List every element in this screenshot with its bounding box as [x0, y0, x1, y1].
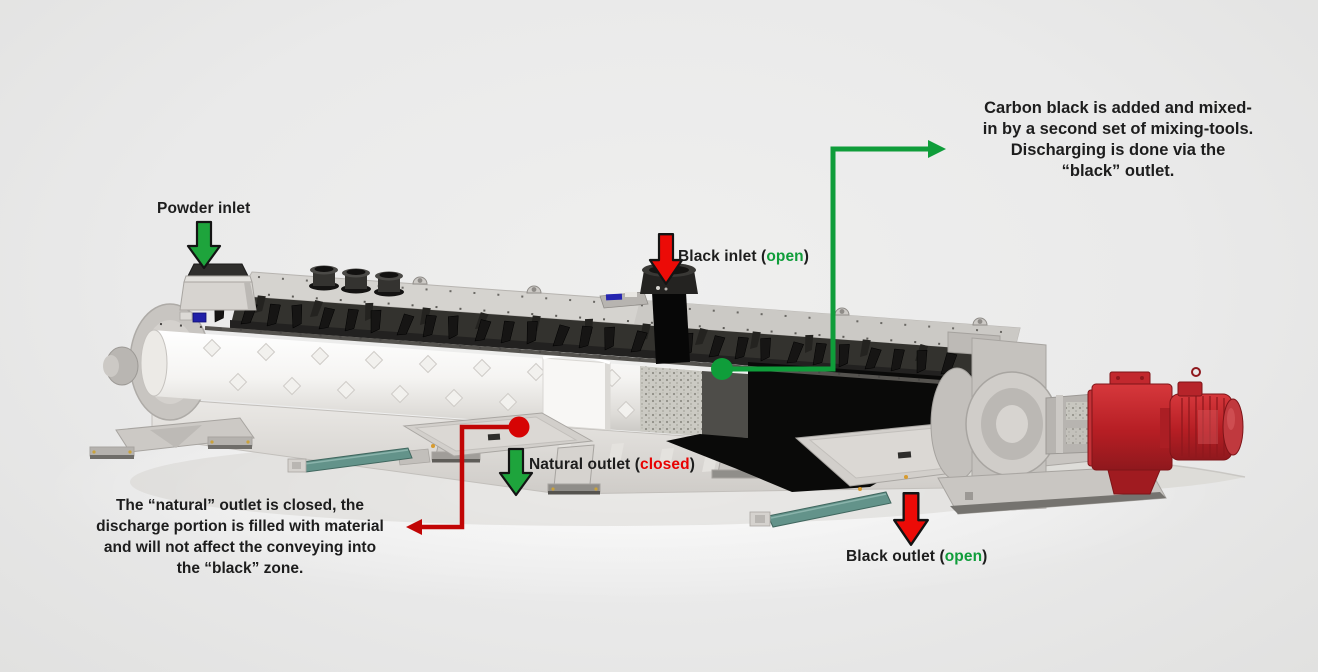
rotor-drum	[140, 311, 700, 436]
natural-outlet-note: The “natural” outlet is closed, the disc…	[68, 495, 412, 579]
black-inlet-label: Black inlet (open)	[678, 248, 809, 265]
black-inlet-label-suffix: )	[803, 248, 810, 265]
connector-dot-icon	[711, 358, 733, 380]
note-line: the “black” zone.	[176, 560, 304, 577]
black-inlet-status: open	[766, 248, 804, 265]
natural-outlet-gate	[287, 412, 594, 473]
drive-motor	[1045, 367, 1244, 495]
black-inlet-label-prefix: Black inlet (	[678, 248, 767, 265]
note-line: Carbon black is added and mixed-	[984, 99, 1252, 117]
note-line: The “natural” outlet is closed, the	[115, 497, 365, 514]
black-zone-connector	[711, 140, 946, 380]
powder-inlet-port	[179, 263, 257, 311]
black-outlet-arrow-icon	[893, 492, 929, 546]
carbon-black-note: Carbon black is added and mixed- in by a…	[944, 98, 1292, 182]
end-bearing-frame	[930, 331, 1167, 515]
mixing-paddles	[159, 297, 958, 385]
black-outlet-status: open	[944, 548, 983, 565]
natural-outlet-status: closed	[639, 456, 690, 473]
note-line: and will not affect the conveying into	[103, 539, 377, 556]
powder-inlet-arrow-icon	[186, 220, 222, 270]
top-ports	[309, 265, 404, 297]
transition-zone	[702, 371, 748, 438]
natural-outlet-label-suffix: )	[689, 456, 695, 473]
mixer-trough-cover	[237, 271, 1021, 353]
note-line: “black” outlet.	[1061, 162, 1175, 180]
black-outlet-label: Black outlet (open)	[846, 548, 987, 565]
note-line: in by a second set of mixing-tools.	[982, 120, 1254, 138]
natural-outlet-arrow-icon	[498, 447, 534, 497]
sensor-bracket	[179, 311, 193, 321]
note-line: discharge portion is filled with materia…	[96, 518, 384, 535]
natural-outlet-label-prefix: Natural outlet (	[529, 456, 640, 473]
gate-logo	[897, 451, 912, 459]
natural-material-zone	[640, 366, 702, 436]
gate-logo	[487, 433, 501, 441]
connector-arrowhead-icon	[406, 519, 422, 535]
blue-sensor	[192, 312, 207, 323]
connector-arrowhead-icon	[928, 140, 946, 158]
black-inlet-arrow-icon	[648, 232, 684, 286]
note-line: Discharging is done via the	[1010, 141, 1226, 159]
powder-inlet-label: Powder inlet	[157, 200, 251, 217]
natural-outlet-label: Natural outlet (closed)	[529, 456, 695, 473]
black-outlet-label-suffix: )	[982, 548, 988, 565]
natural-outlet-connector	[406, 416, 530, 535]
black-outlet-label-prefix: Black outlet (	[846, 548, 945, 565]
gate-rail	[767, 491, 892, 528]
connector-dot-icon	[508, 416, 530, 438]
lifting-lugs	[412, 276, 988, 326]
